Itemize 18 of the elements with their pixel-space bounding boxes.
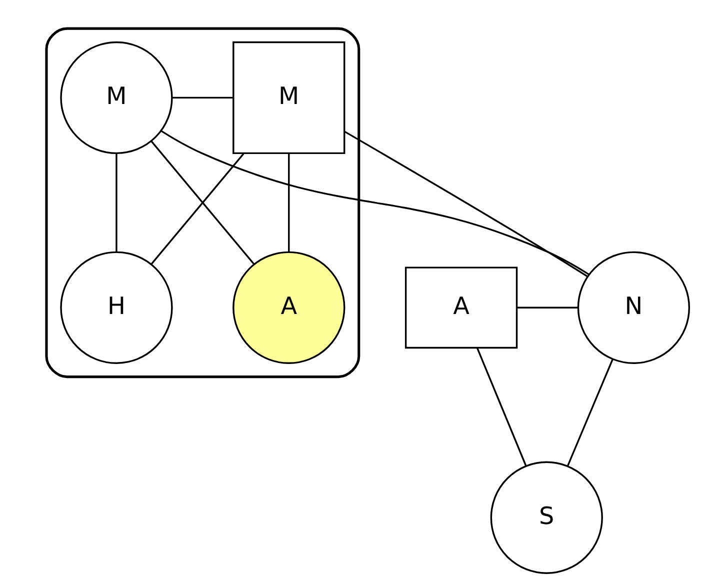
connector [150, 140, 255, 265]
connector [160, 130, 590, 276]
node-box: M [232, 41, 346, 154]
cluster [45, 27, 360, 378]
connector [567, 359, 614, 466]
connector [116, 154, 118, 252]
node-circle: N [577, 251, 690, 364]
node-box: A [404, 266, 518, 349]
node-circle: H [60, 251, 173, 364]
connector [476, 348, 527, 466]
connector [344, 130, 588, 278]
connector [151, 153, 244, 264]
connector [172, 96, 234, 99]
connector [288, 154, 290, 252]
connector [517, 306, 578, 308]
node-circle: S [490, 461, 603, 574]
node-circle: A [232, 251, 346, 364]
node-circle: M [60, 41, 173, 154]
